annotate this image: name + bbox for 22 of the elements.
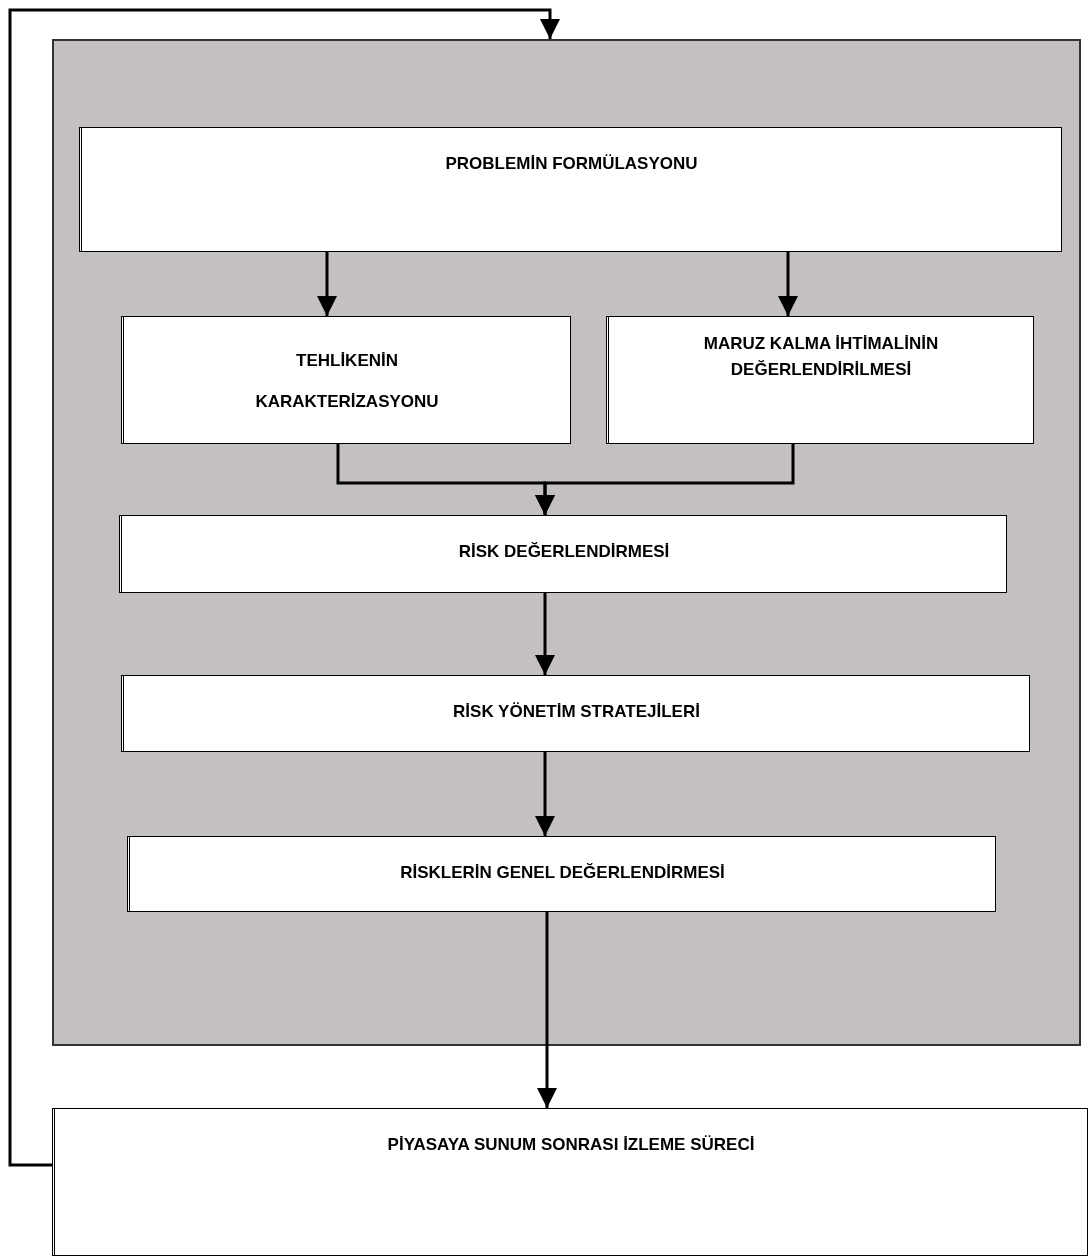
box-label: TEHLİKENİN KARAKTERİZASYONU: [254, 350, 440, 413]
process-box: [119, 515, 1007, 593]
box-label: MARUZ KALMA İHTİMALİNİN DEĞERLENDİRİLMESİ: [702, 333, 940, 381]
arrow: [537, 912, 557, 1108]
box-label: PİYASAYA SUNUM SONRASI İZLEME SÜRECİ: [386, 1134, 756, 1156]
process-box: [121, 316, 571, 444]
arrow: [535, 444, 795, 515]
box-label: PROBLEMİN FORMÜLASYONU: [444, 153, 699, 175]
arrow: [778, 252, 798, 316]
process-box: [52, 1108, 1088, 1256]
arrow: [535, 593, 555, 675]
process-box: [121, 675, 1030, 752]
process-box: [127, 836, 996, 912]
box-label: RİSKLERİN GENEL DEĞERLENDİRMESİ: [399, 862, 726, 884]
arrow: [317, 252, 337, 316]
group-panel: [52, 39, 1081, 1046]
process-box: [79, 127, 1062, 252]
box-label: RİSK DEĞERLENDİRMESİ: [457, 541, 671, 563]
arrow: [535, 752, 555, 836]
arrow: [8, 8, 560, 1167]
box-label: RİSK YÖNETİM STRATEJİLERİ: [452, 701, 701, 723]
process-box: [606, 316, 1034, 444]
